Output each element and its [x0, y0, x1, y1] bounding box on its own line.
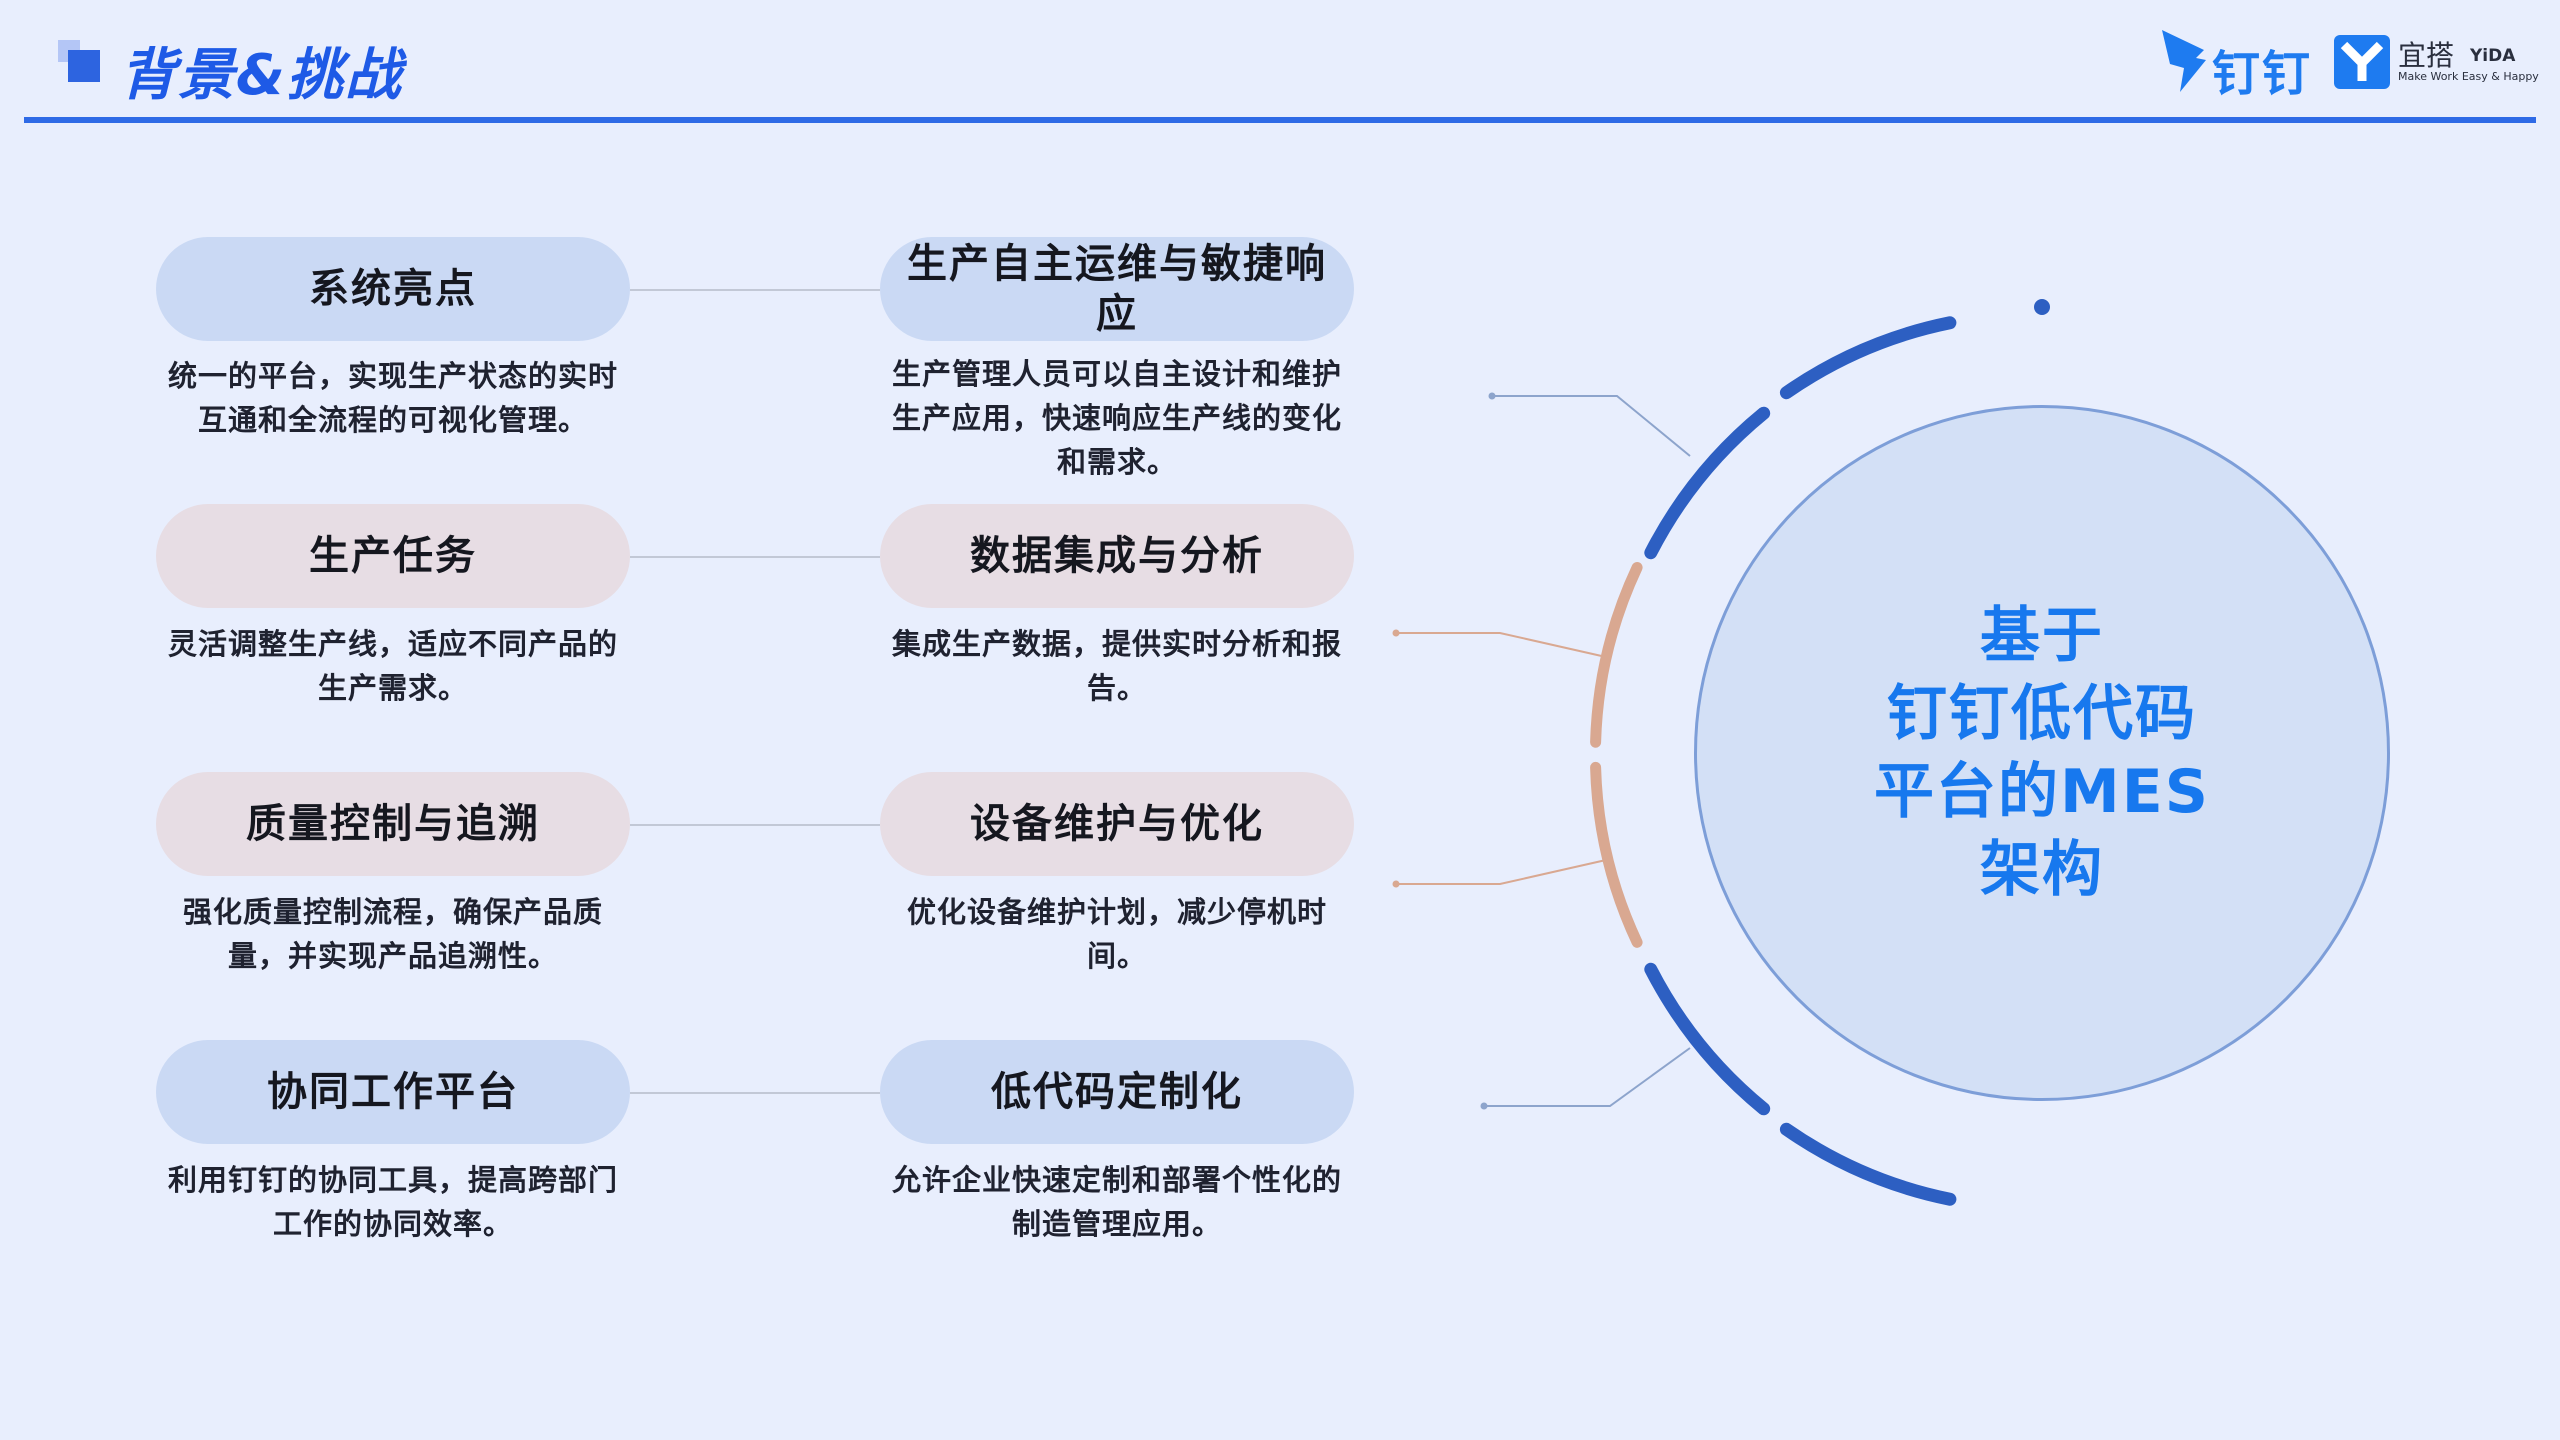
arc-segment-peach: [1590, 761, 1643, 948]
mes-title-line: 钉钉低代码: [1887, 679, 2197, 749]
leader-line: [1396, 632, 1607, 658]
dingtalk-logo-text: 钉钉: [2212, 46, 2313, 102]
header-divider: [24, 117, 2536, 123]
leader-dot: [1488, 392, 1496, 400]
leader-line: [1396, 859, 1607, 885]
yida-logo-icon: [2334, 35, 2390, 89]
card-equipment-maintenance: 设备维护与优化: [880, 772, 1354, 876]
arc-dot: [2034, 299, 2050, 315]
yida-slogan: Make Work Easy & Happy: [2398, 70, 2539, 83]
mes-architecture-title: 基于 钉钉低代码 平台的MES 架构: [1862, 597, 2222, 909]
leader-dot: [1392, 629, 1400, 637]
arc-segment-blue: [1779, 1122, 1957, 1206]
card-low-code-customization: 低代码定制化: [880, 1040, 1354, 1144]
card-collaboration: 协同工作平台: [156, 1040, 630, 1144]
card-collaboration-desc: 利用钉钉的协同工具，提高跨部门工作的协同效率。: [167, 1163, 618, 1241]
mes-architecture-circle: 基于 钉钉低代码 平台的MES 架构: [1694, 405, 2390, 1101]
card-quality-control-desc: 强化质量控制流程，确保产品质量，并实现产品追溯性。: [182, 895, 603, 973]
arc-segment-blue: [1779, 316, 1957, 400]
connector-line: [630, 556, 880, 558]
card-production-tasks-desc: 灵活调整生产线，适应不同产品的生产需求。: [167, 627, 618, 705]
page-title: 背景&挑战: [120, 43, 403, 108]
yida-logo-en: YiDA: [2470, 46, 2516, 66]
mes-title-line: 平台的MES: [1874, 757, 2210, 827]
leader-dot: [1392, 880, 1400, 888]
mes-title-line: 基于: [1980, 601, 2104, 671]
arc-segment-peach: [1590, 562, 1643, 748]
connector-line: [630, 1092, 880, 1094]
card-quality-control: 质量控制与追溯: [156, 772, 630, 876]
arc-segment-blue: [1644, 962, 1771, 1116]
dingtalk-logo-icon: [2162, 30, 2206, 92]
arc-segment-blue: [1644, 406, 1771, 560]
yida-logo-text: 宜搭: [2398, 39, 2455, 72]
card-autonomous-ops-desc: 生产管理人员可以自主设计和维护生产应用，快速响应生产线的变化和需求。: [891, 357, 1342, 479]
mes-title-line: 架构: [1980, 835, 2104, 905]
title-deco-square: [68, 50, 100, 82]
leader-dot: [1480, 1102, 1488, 1110]
card-system-highlights: 系统亮点: [156, 237, 630, 341]
card-autonomous-ops: 生产自主运维与敏捷响应: [880, 237, 1354, 341]
card-production-tasks: 生产任务: [156, 504, 630, 608]
leader-line: [1484, 1047, 1691, 1107]
connector-line: [630, 289, 880, 291]
card-system-highlights-desc: 统一的平台，实现生产状态的实时互通和全流程的可视化管理。: [167, 359, 618, 437]
card-equipment-maintenance-desc: 优化设备维护计划，减少停机时间。: [906, 895, 1327, 973]
card-data-integration-desc: 集成生产数据，提供实时分析和报告。: [891, 627, 1342, 705]
connector-line: [630, 824, 880, 826]
card-low-code-customization-desc: 允许企业快速定制和部署个性化的制造管理应用。: [891, 1163, 1342, 1241]
leader-line: [1492, 395, 1691, 457]
card-data-integration: 数据集成与分析: [880, 504, 1354, 608]
